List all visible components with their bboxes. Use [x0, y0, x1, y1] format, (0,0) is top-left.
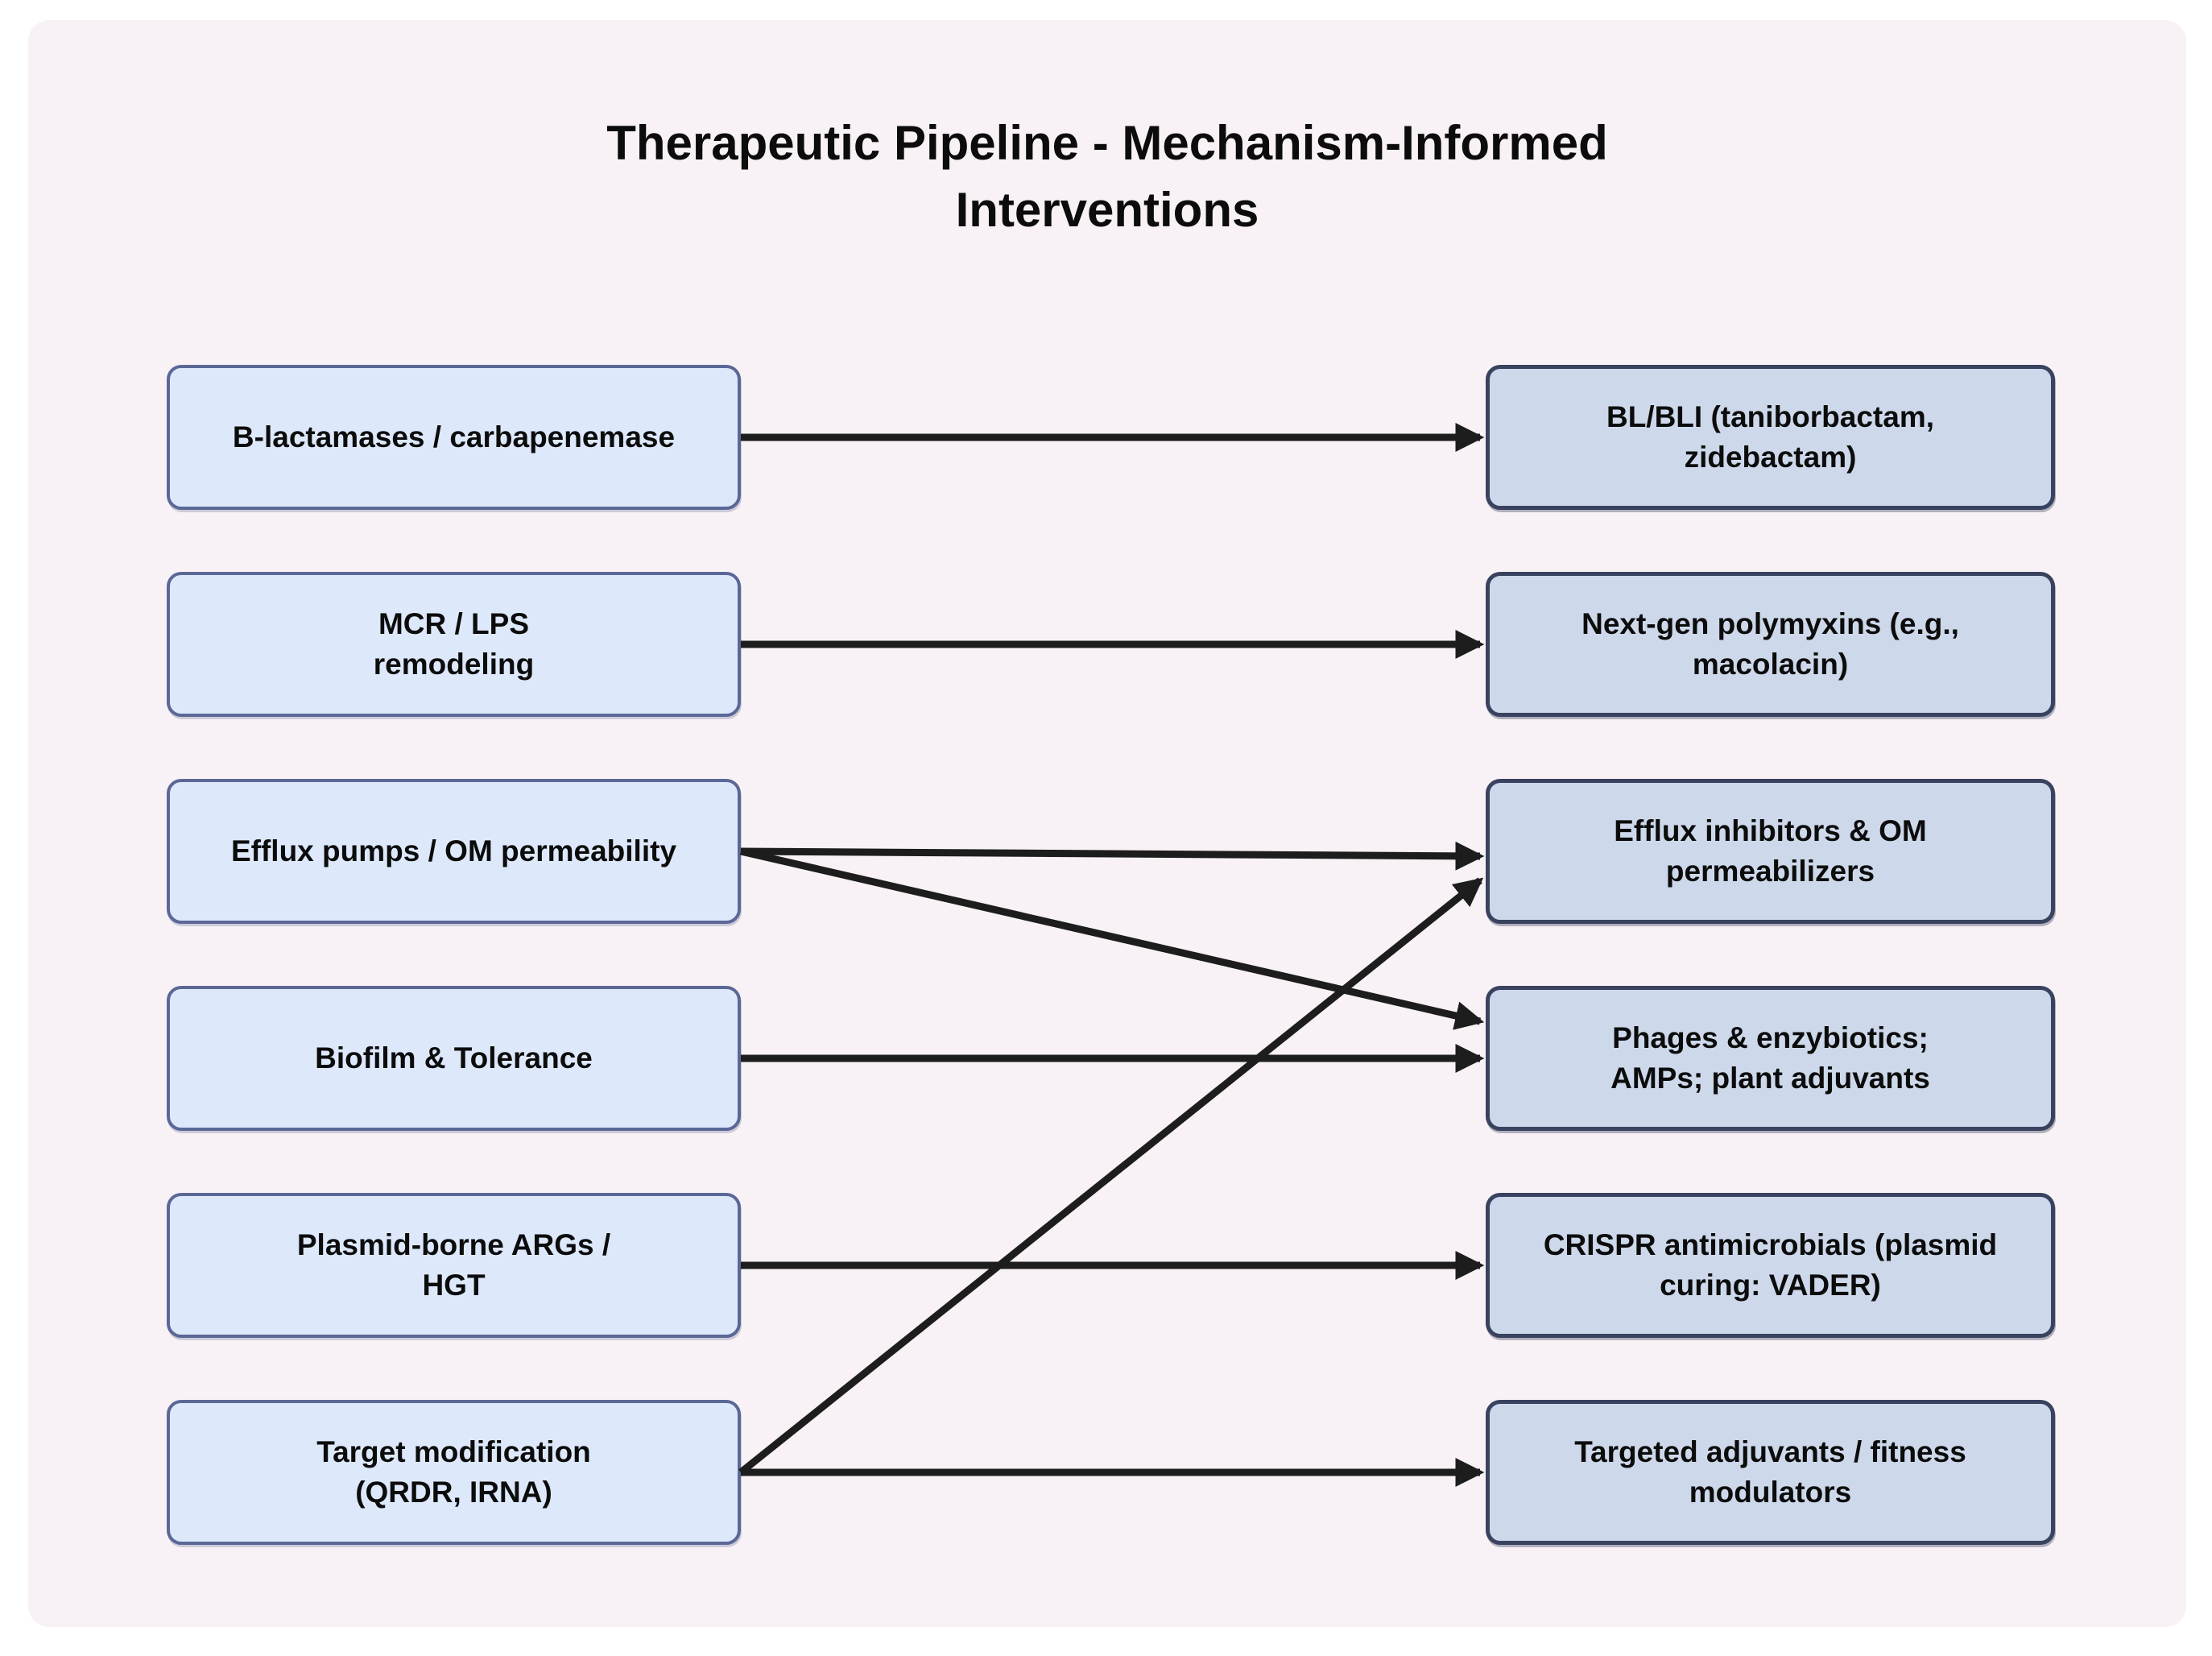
intervention-box-next-gen-polymyxins: Next-gen polymyxins (e.g., macolacin)	[1486, 572, 2055, 717]
arrow-target-modification-to-efflux-inhibitors	[738, 877, 1484, 1476]
arrow-efflux-pumps-to-efflux-inhibitors	[740, 841, 1485, 871]
mechanism-box-target-modification: Target modification (QRDR, IRNA)	[167, 1400, 741, 1545]
mechanism-box-efflux-pumps: Efflux pumps / OM permeability	[167, 779, 741, 924]
intervention-box-targeted-adjuvants: Targeted adjuvants / fitness modulators	[1486, 1400, 2055, 1545]
intervention-box-efflux-inhibitors: Efflux inhibitors & OM permeabilizers	[1486, 779, 2055, 924]
mechanism-box-b-lactamases: B-lactamases / carbapenemase	[167, 365, 741, 510]
mechanism-box-mcr-lps: MCR / LPS remodeling	[167, 572, 741, 717]
intervention-box-crispr-antimicrobials: CRISPR antimicrobials (plasmid curing: V…	[1486, 1193, 2055, 1338]
intervention-box-phages-enzybiotics: Phages & enzybiotics; AMPs; plant adjuva…	[1486, 986, 2055, 1131]
diagram-title: Therapeutic Pipeline - Mechanism-Informe…	[606, 116, 1608, 237]
mechanism-box-plasmid-args: Plasmid-borne ARGs / HGT	[167, 1193, 741, 1338]
mechanism-box-biofilm-tolerance: Biofilm & Tolerance	[167, 986, 741, 1131]
intervention-box-bl-bli: BL/BLI (taniborbactam, zidebactam)	[1486, 365, 2055, 510]
arrow-efflux-pumps-to-phages-enzybiotics	[739, 847, 1485, 1030]
diagram-panel: Therapeutic Pipeline - Mechanism-Informe…	[28, 20, 2186, 1627]
